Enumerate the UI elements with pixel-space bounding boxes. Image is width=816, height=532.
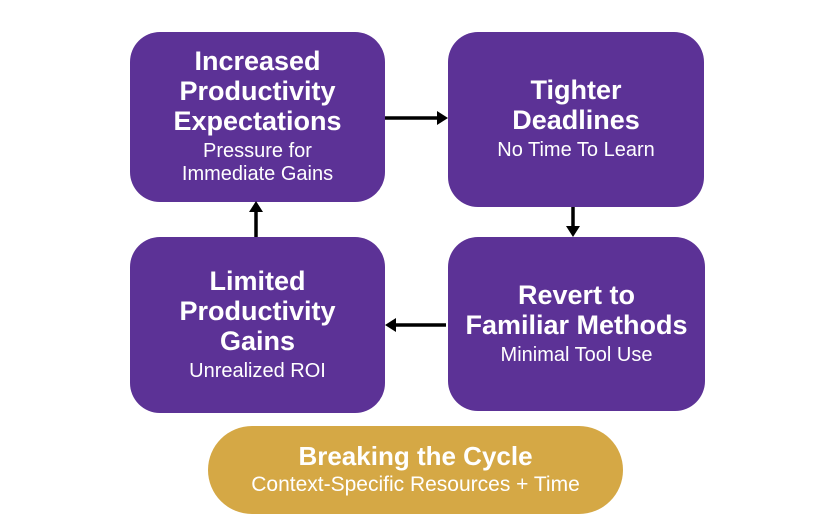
box-limited-productivity-gains: Limited Productivity Gains Unrealized RO… bbox=[130, 237, 385, 413]
box-subtitle: No Time To Learn bbox=[497, 139, 655, 162]
solution-subtitle: Context-Specific Resources + Time bbox=[251, 473, 580, 497]
box-revert-to-familiar-methods: Revert to Familiar Methods Minimal Tool … bbox=[448, 237, 705, 411]
box-breaking-the-cycle: Breaking the Cycle Context-Specific Reso… bbox=[208, 426, 623, 514]
arrow-left-icon bbox=[385, 318, 446, 332]
solution-title: Breaking the Cycle bbox=[298, 441, 533, 472]
arrow-up-icon bbox=[249, 201, 263, 237]
box-title: Tighter Deadlines bbox=[512, 75, 640, 136]
arrow-right-icon bbox=[385, 111, 448, 125]
box-tighter-deadlines: Tighter Deadlines No Time To Learn bbox=[448, 32, 704, 207]
box-title: Revert to Familiar Methods bbox=[465, 279, 688, 340]
box-subtitle: Minimal Tool Use bbox=[500, 343, 653, 366]
box-subtitle: Pressure for Immediate Gains bbox=[181, 140, 334, 186]
box-title: Increased Productivity Expectations bbox=[173, 46, 342, 137]
box-title: Limited Productivity Gains bbox=[179, 265, 336, 356]
arrow-down-icon bbox=[566, 207, 580, 237]
box-subtitle: Unrealized ROI bbox=[189, 359, 326, 382]
box-increased-productivity-expectations: Increased Productivity Expectations Pres… bbox=[130, 32, 385, 202]
